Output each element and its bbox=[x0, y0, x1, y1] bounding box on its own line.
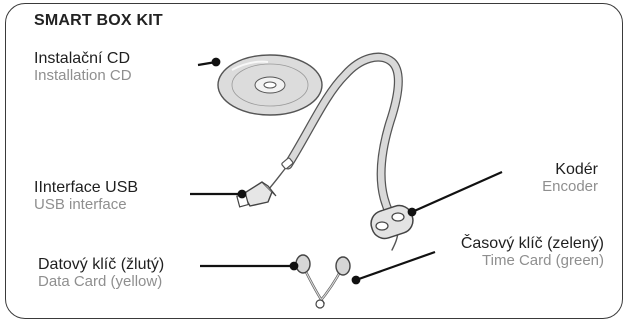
label-encoder-en: Encoder bbox=[542, 179, 598, 195]
label-cd-cz: Instalační CD bbox=[34, 51, 132, 68]
label-data-card-en: Data Card (yellow) bbox=[38, 274, 164, 290]
cd-icon bbox=[218, 55, 322, 115]
label-time-card-cz: Časový klíč (zelený) bbox=[461, 236, 604, 253]
label-encoder-cz: Kodér bbox=[542, 162, 598, 179]
label-cd-en: Installation CD bbox=[34, 68, 132, 84]
label-usb-interface: IInterface USB USB interface bbox=[34, 180, 138, 213]
keys-icon bbox=[296, 255, 350, 308]
label-time-card-en: Time Card (green) bbox=[461, 253, 604, 269]
label-data-card-cz: Datový klíč (žlutý) bbox=[38, 257, 164, 274]
encoder-icon bbox=[368, 202, 417, 242]
label-installation-cd: Instalační CD Installation CD bbox=[34, 51, 132, 84]
label-usb-en: USB interface bbox=[34, 197, 138, 213]
label-usb-cz: IInterface USB bbox=[34, 180, 138, 197]
label-time-card: Časový klíč (zelený) Time Card (green) bbox=[461, 236, 604, 269]
label-data-card: Datový klíč (žlutý) Data Card (yellow) bbox=[38, 257, 164, 290]
label-encoder: Kodér Encoder bbox=[542, 162, 598, 195]
